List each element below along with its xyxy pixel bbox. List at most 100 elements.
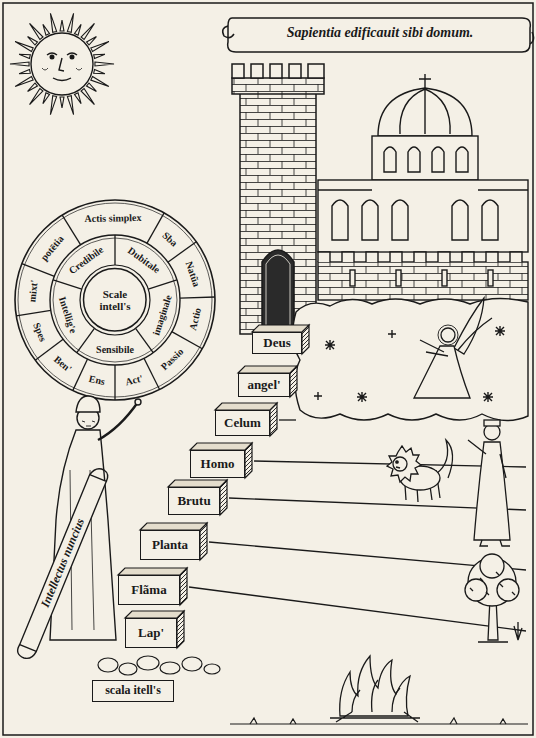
banner-scroll [530, 32, 534, 44]
tree [465, 554, 522, 642]
sun-rays [43, 93, 50, 104]
wheel-outer-label: Actio [187, 307, 203, 332]
ground [230, 718, 528, 724]
wheel-inner-label: Intellig'e [57, 295, 79, 334]
wheel-inner-label: Sensibile [96, 344, 134, 355]
sun-rays [10, 13, 114, 114]
wheel-outer-label: Actis simplex [85, 212, 142, 224]
man-figure [474, 442, 510, 540]
node-text: Scale intell's [90, 288, 140, 312]
sun-face [42, 68, 82, 70]
wheel-outer-label: Spes [31, 321, 49, 343]
step-tread [118, 568, 187, 575]
palace [350, 270, 355, 286]
palace [318, 74, 528, 300]
scroll-text: Intellectus nuncius [39, 517, 87, 610]
wheel-center-circle: Scale intell's [82, 267, 148, 333]
wheel-divider [114, 235, 115, 265]
fire [340, 656, 410, 716]
palace [419, 74, 431, 88]
sun-rays [28, 83, 38, 91]
cloud-heaven [293, 298, 528, 420]
step-tread [190, 443, 252, 450]
tree [465, 579, 487, 601]
palace [400, 89, 450, 134]
stones [137, 656, 159, 670]
node-text: Brutu [177, 494, 210, 508]
sun-rays [50, 13, 56, 32]
node-text: Planta [152, 538, 188, 552]
ladder-step: Flãma [118, 575, 180, 605]
man-figure [468, 420, 510, 546]
stones [182, 657, 202, 671]
sun-face [31, 33, 93, 95]
wheel-outer-label: Ens [88, 373, 106, 387]
ladder-structure [16, 213, 526, 648]
tree [497, 579, 519, 601]
sun-rays [60, 20, 64, 31]
stones [98, 656, 220, 675]
step-tread [140, 523, 207, 530]
ladder-step: Planta [140, 530, 200, 560]
cloud-heaven [495, 326, 505, 336]
sun-rays [94, 54, 105, 58]
cloud-heaven [293, 298, 528, 420]
ladder-step: Brutu [168, 487, 220, 515]
tower [251, 64, 263, 78]
wheel-outer-label: mixt' [27, 280, 40, 303]
sun-rays [81, 89, 94, 105]
lion [393, 457, 407, 471]
man-figure [480, 540, 510, 546]
wheel-divider [144, 358, 160, 389]
cloud-heaven [314, 392, 322, 400]
lion [387, 440, 453, 502]
sun-rays [15, 77, 33, 87]
wheel-rings [15, 200, 215, 400]
tower [240, 92, 316, 334]
sun-face [70, 55, 74, 59]
man-figure [484, 420, 500, 426]
palace [372, 136, 478, 180]
stones [119, 663, 137, 675]
angel-figure [458, 318, 492, 350]
wheel-outer-label: Ben' [52, 353, 74, 374]
palace [318, 189, 528, 190]
wheel-inner-label: imaginale [150, 294, 173, 337]
scholar-figure [76, 396, 100, 412]
sun-rays [19, 54, 30, 58]
sun-rays [75, 24, 82, 35]
sun-rays [28, 37, 38, 45]
ladder-base-tablet: scala itell's [92, 680, 174, 702]
stones [204, 664, 220, 674]
wheel-outer-label: Act' [124, 372, 144, 387]
sun-rays [19, 69, 30, 73]
sun-rays [94, 69, 105, 73]
tower [270, 64, 282, 78]
wheel-rings [15, 200, 215, 400]
sun-rays [67, 13, 73, 32]
scroll-band [20, 475, 107, 652]
palace [332, 200, 498, 240]
banner-scroll [223, 18, 534, 52]
banner-title: Sapientia edificauit sibi domum. [232, 25, 528, 42]
tower [232, 64, 324, 334]
wheel-divider [148, 280, 177, 289]
wheel-outer-label: Passio [158, 346, 185, 372]
tree [478, 622, 522, 642]
palace [442, 270, 447, 286]
angel-figure [438, 325, 458, 345]
wheel-divider [73, 359, 88, 391]
ladder-step: Lap' [125, 618, 177, 648]
sun-rays [67, 96, 73, 115]
sun-rays [87, 83, 97, 91]
step-tread [215, 403, 277, 410]
sun-rays [10, 62, 29, 66]
tree [480, 554, 504, 578]
wheel-divider [180, 297, 215, 298]
angel-figure [414, 346, 470, 398]
palace [488, 270, 493, 286]
palace [396, 270, 401, 286]
sun-face [31, 33, 93, 95]
tower [266, 255, 290, 334]
palace [318, 180, 528, 252]
